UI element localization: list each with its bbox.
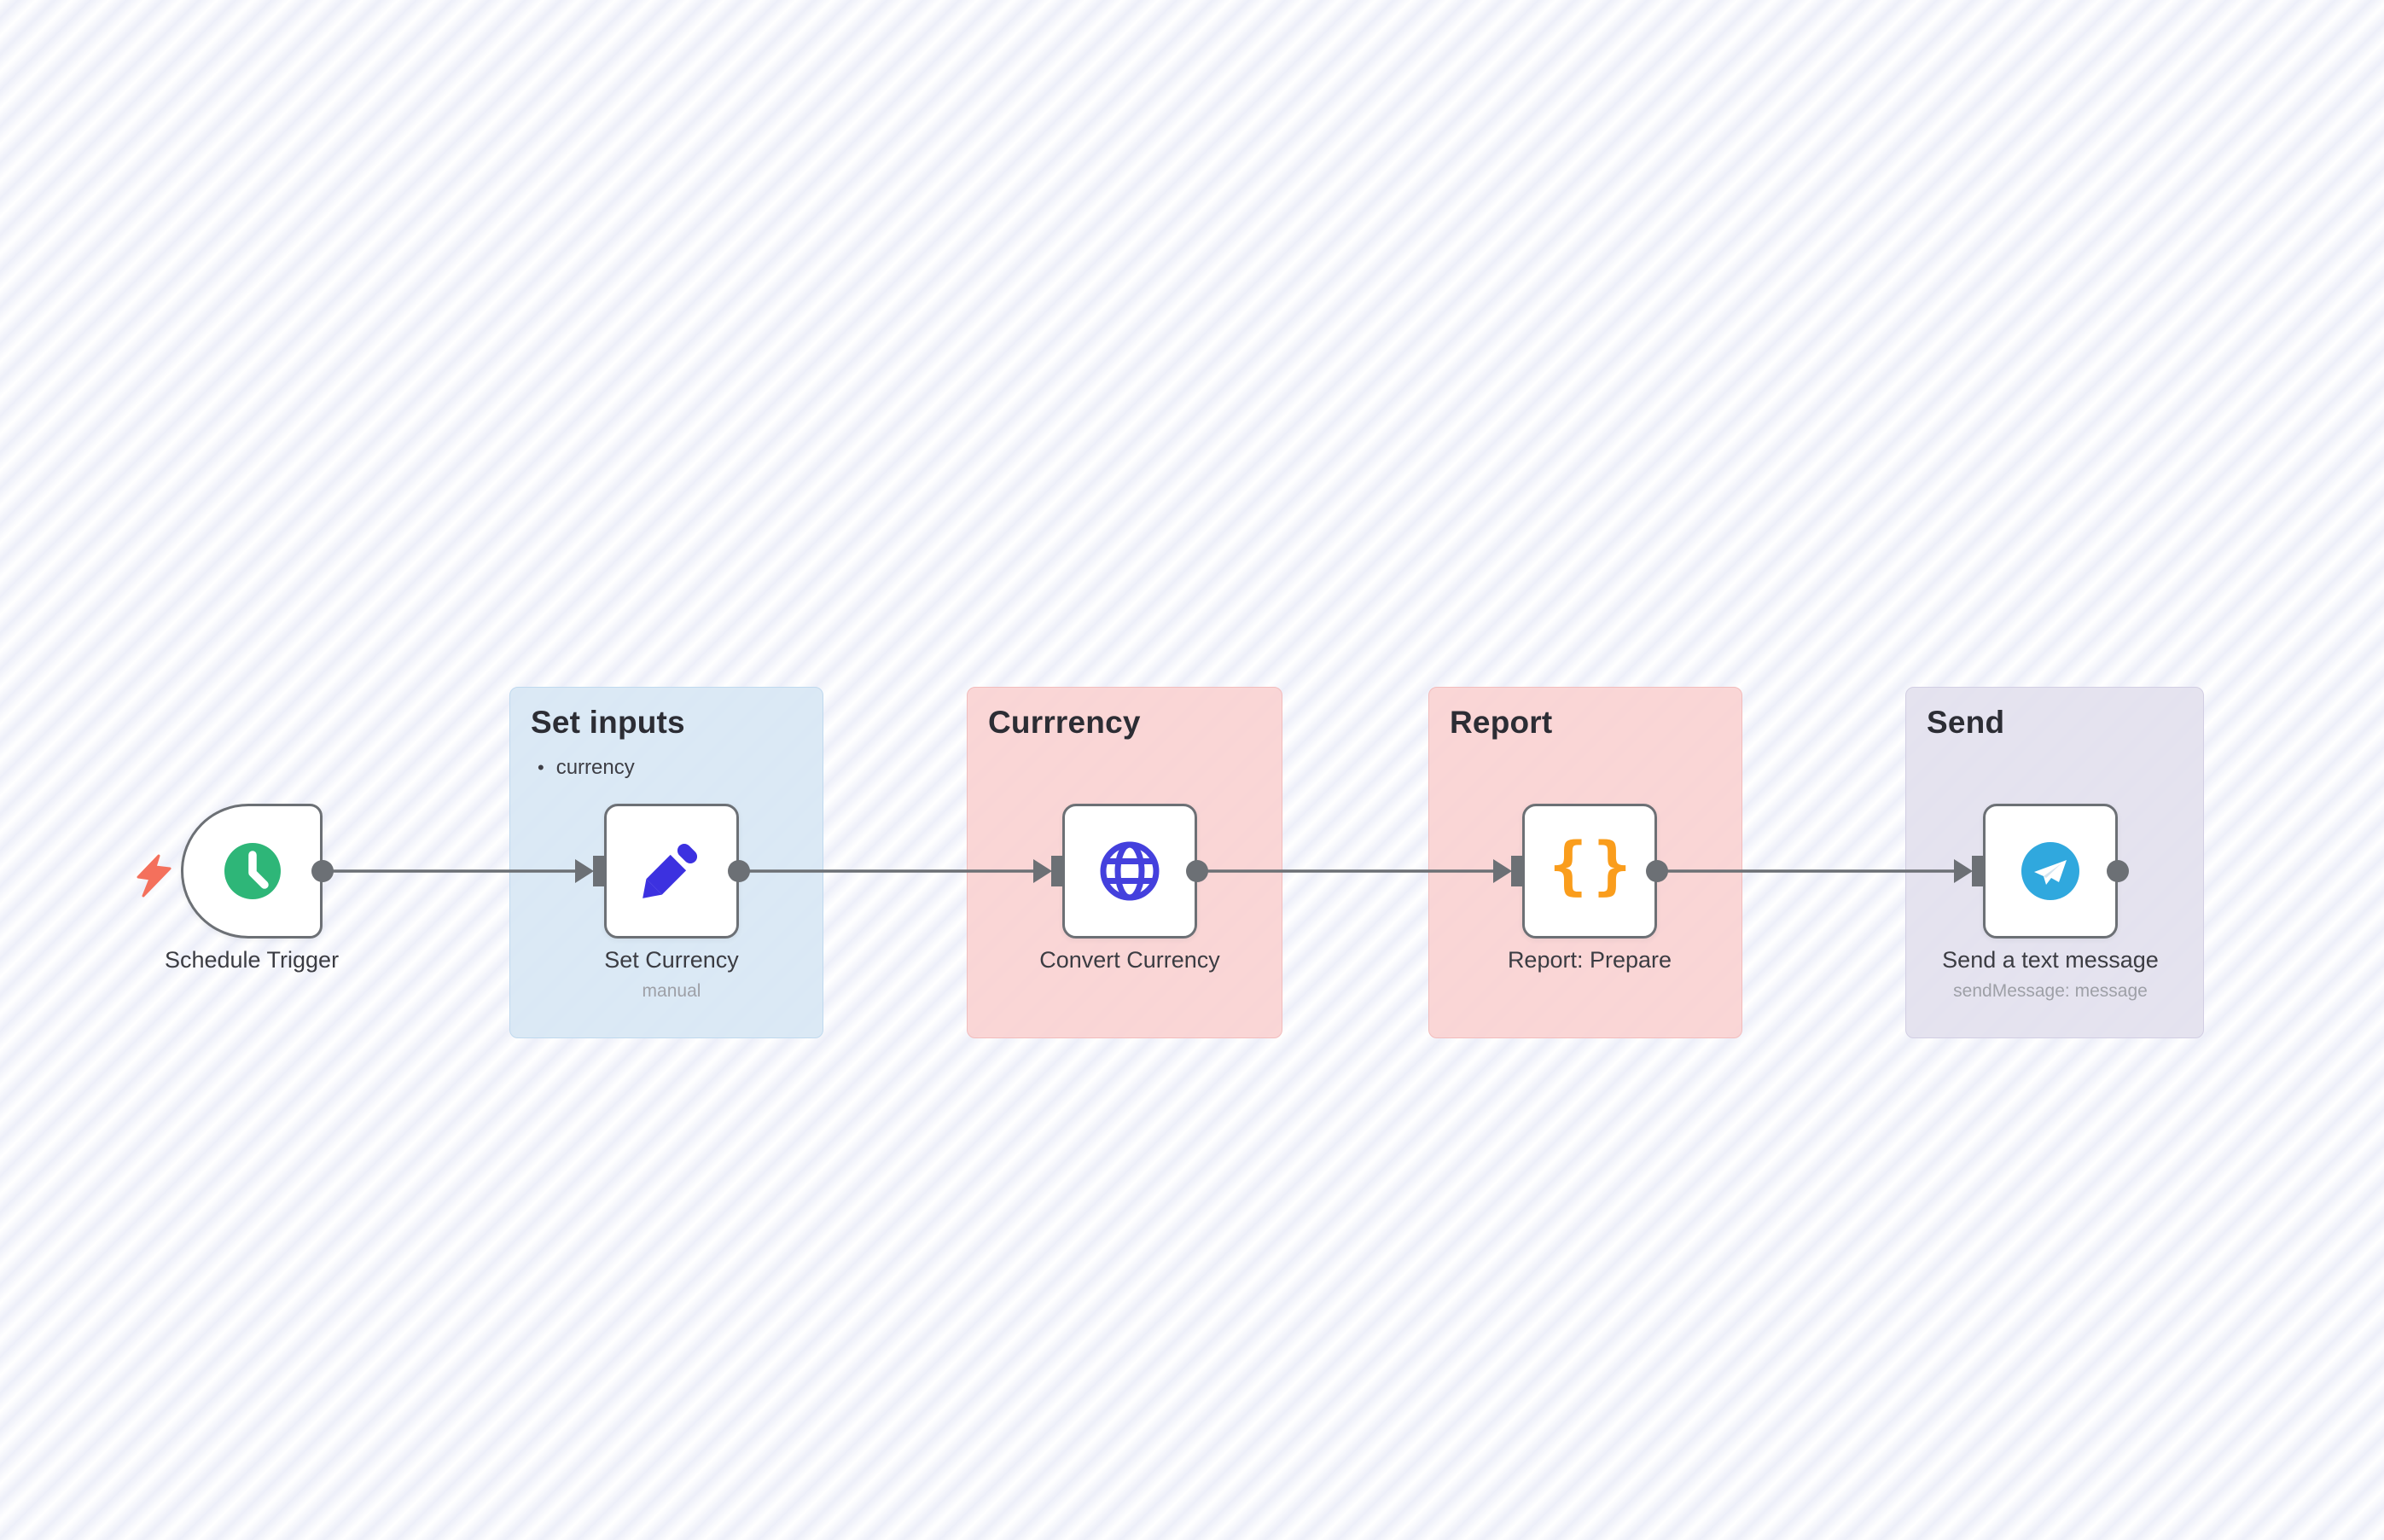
group-title: Set inputs <box>531 705 685 740</box>
node-send-text-message[interactable] <box>1983 804 2118 939</box>
node-label: Send a text message <box>1942 947 2159 973</box>
node-report-prepare[interactable]: {} <box>1522 804 1657 939</box>
node-set-currency[interactable] <box>604 804 739 939</box>
curly-braces-icon: {} <box>1549 829 1637 903</box>
group-title: Currrency <box>988 705 1141 740</box>
group-title: Send <box>1927 705 2005 740</box>
node-subtitle: sendMessage: message <box>1953 981 2148 1001</box>
globe-icon <box>1100 841 1160 901</box>
telegram-icon <box>2021 842 2079 900</box>
group-report[interactable]: Report <box>1428 687 1742 1038</box>
node-label: Schedule Trigger <box>164 947 340 973</box>
node-label: Report: Prepare <box>1507 947 1672 973</box>
group-bullet-list: currency <box>538 756 823 780</box>
node-label: Set Currency <box>604 947 739 973</box>
clock-icon <box>224 843 281 899</box>
node-label: Convert Currency <box>1039 947 1220 973</box>
node-schedule-trigger[interactable] <box>181 804 323 939</box>
node-subtitle: manual <box>642 981 701 1001</box>
node-convert-currency[interactable] <box>1062 804 1197 939</box>
pencil-icon <box>643 843 698 898</box>
group-title: Report <box>1450 705 1553 740</box>
instant-trigger-bolt-icon <box>137 854 172 898</box>
group-bullet-item: currency <box>538 756 823 780</box>
